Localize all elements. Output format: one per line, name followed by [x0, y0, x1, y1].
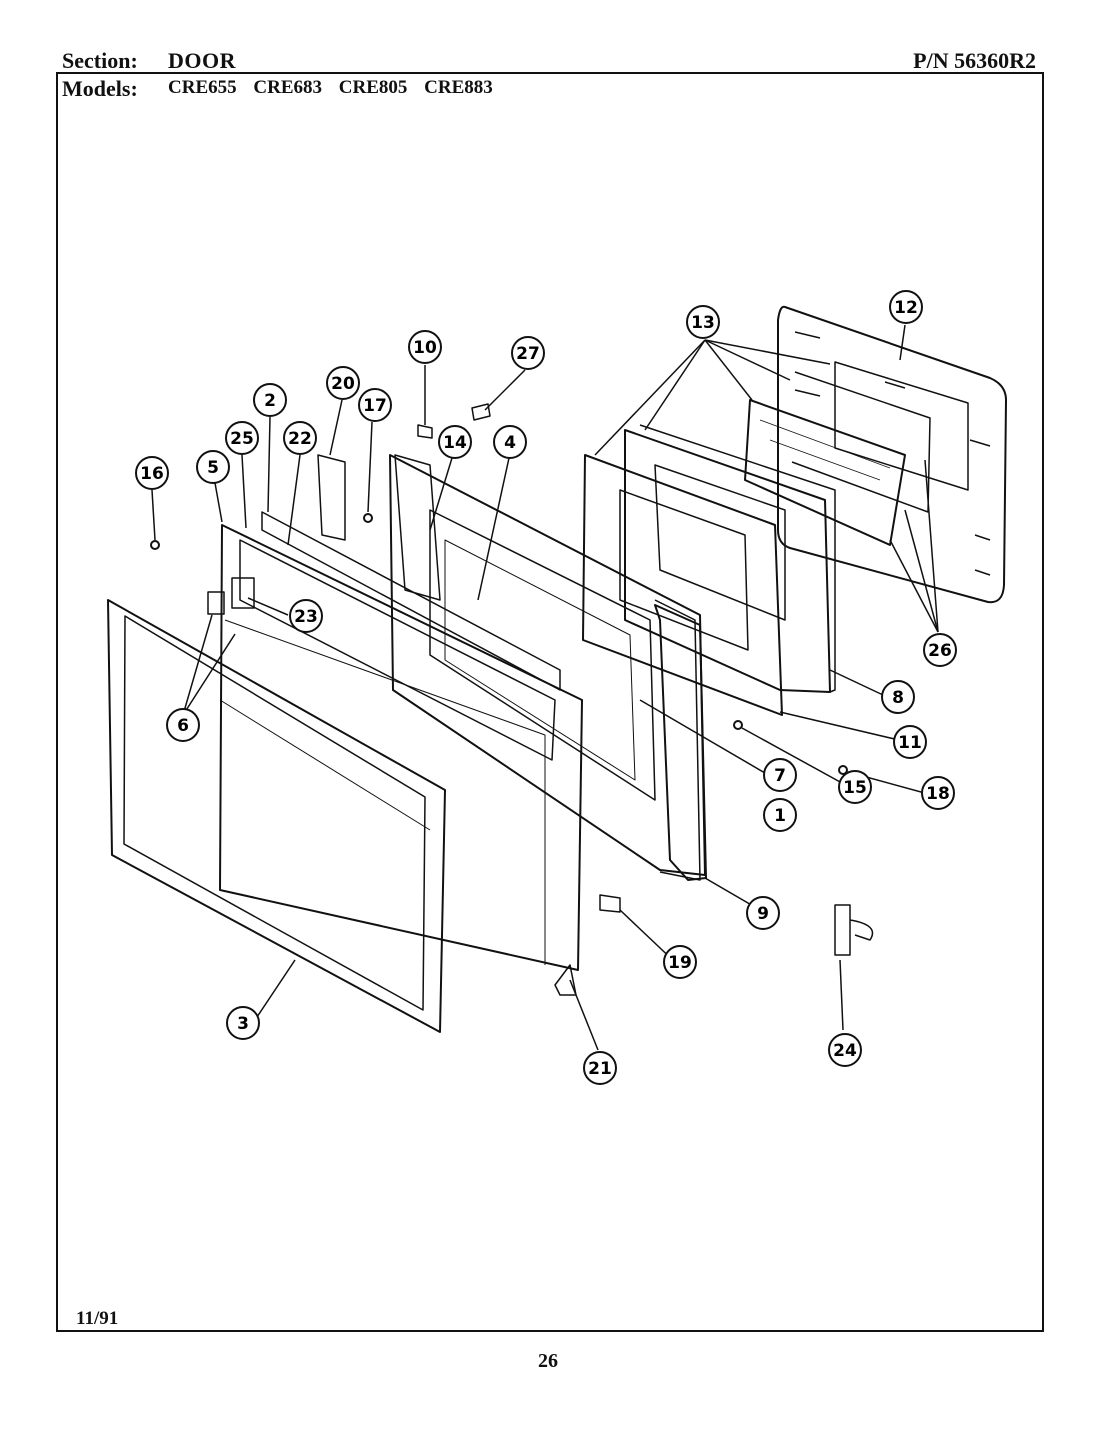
callout-number: 18: [926, 784, 950, 804]
callout-number: 19: [668, 953, 692, 973]
callout-number: 27: [516, 344, 540, 364]
leader-lines: [151, 324, 939, 1051]
callout-number: 14: [443, 433, 467, 453]
callout-7: 7: [763, 758, 797, 792]
callout-number: 10: [413, 338, 437, 358]
models-list: CRE655 CRE683 CRE805 CRE883: [168, 78, 505, 97]
callout-18: 18: [921, 776, 955, 810]
callout-number: 24: [833, 1041, 857, 1061]
callout-number: 1: [774, 806, 786, 826]
part-clip: [471, 403, 491, 421]
callout-25: 25: [225, 421, 259, 455]
section-label: Section:: [62, 48, 138, 73]
callout-10: 10: [408, 330, 442, 364]
callout-number: 12: [894, 298, 918, 318]
callout-4: 4: [493, 425, 527, 459]
callout-13: 13: [686, 305, 720, 339]
callout-27: 27: [511, 336, 545, 370]
part-left-hinge-bracket: [394, 454, 441, 601]
part-top-trim: [261, 511, 561, 691]
page-number: 26: [538, 1350, 558, 1372]
callout-11: 11: [893, 725, 927, 759]
callout-20: 20: [326, 366, 360, 400]
model-name: CRE805: [338, 77, 408, 98]
callout-23: 23: [289, 599, 323, 633]
model-name: CRE683: [253, 77, 322, 98]
callout-14: 14: [438, 425, 472, 459]
part-outer-door-frame: [107, 599, 446, 1033]
callout-number: 17: [363, 396, 387, 416]
callout-number: 21: [588, 1059, 612, 1079]
callout-19: 19: [663, 945, 697, 979]
callout-8: 8: [881, 680, 915, 714]
page-border-frame: [56, 72, 1044, 1332]
callout-number: 8: [892, 688, 904, 708]
callout-number: 23: [294, 607, 318, 627]
part-bumper: [599, 894, 621, 913]
callout-1: 1: [763, 798, 797, 832]
callout-number: 2: [264, 391, 276, 411]
callout-5: 5: [196, 450, 230, 484]
part-door-liner-frame: [582, 454, 783, 716]
part-screw: [733, 720, 743, 730]
callout-6: 6: [166, 708, 200, 742]
part-door-side-rail: [654, 604, 707, 881]
callout-number: 20: [331, 374, 355, 394]
part-number: P/N 56360R2: [913, 48, 1036, 73]
callout-number: 15: [843, 778, 867, 798]
model-name: CRE883: [424, 77, 493, 98]
callout-number: 9: [757, 904, 769, 924]
callout-number: 25: [230, 429, 254, 449]
part-door-strip: [317, 454, 346, 541]
callout-number: 22: [288, 429, 312, 449]
model-name: CRE655: [168, 77, 237, 98]
callout-24: 24: [828, 1033, 862, 1067]
callout-26: 26: [923, 633, 957, 667]
callout-12: 12: [889, 290, 923, 324]
part-back-panel: [777, 305, 1007, 604]
models-label: Models:: [62, 76, 138, 101]
callout-number: 5: [207, 458, 219, 478]
callout-22: 22: [283, 421, 317, 455]
callout-number: 7: [774, 766, 786, 786]
callout-number: 6: [177, 716, 189, 736]
callout-17: 17: [358, 388, 392, 422]
callout-number: 26: [928, 641, 952, 661]
callout-21: 21: [583, 1051, 617, 1085]
callout-3: 3: [226, 1006, 260, 1040]
callout-16: 16: [135, 456, 169, 490]
callout-2: 2: [253, 383, 287, 417]
callout-number: 16: [140, 464, 164, 484]
part-window-glass: [744, 371, 931, 546]
part-door-hinge: [834, 904, 851, 956]
part-screw: [150, 540, 160, 550]
callout-number: 11: [898, 733, 922, 753]
part-screw: [363, 513, 373, 523]
revision-date: 11/91: [76, 1308, 119, 1329]
callout-15: 15: [838, 770, 872, 804]
callout-number: 13: [691, 313, 715, 333]
part-vent-clip: [207, 591, 225, 615]
part-screw: [838, 765, 848, 775]
part-inner-door-assembly: [624, 424, 836, 693]
callout-number: 4: [504, 433, 516, 453]
part-spacer: [417, 424, 433, 439]
callout-9: 9: [746, 896, 780, 930]
part-vent-clip: [231, 577, 255, 609]
part-outer-door-glass: [219, 524, 583, 971]
section-value: DOOR: [168, 48, 236, 73]
part-hinge-spring: [849, 919, 874, 941]
callout-number: 3: [237, 1014, 249, 1034]
